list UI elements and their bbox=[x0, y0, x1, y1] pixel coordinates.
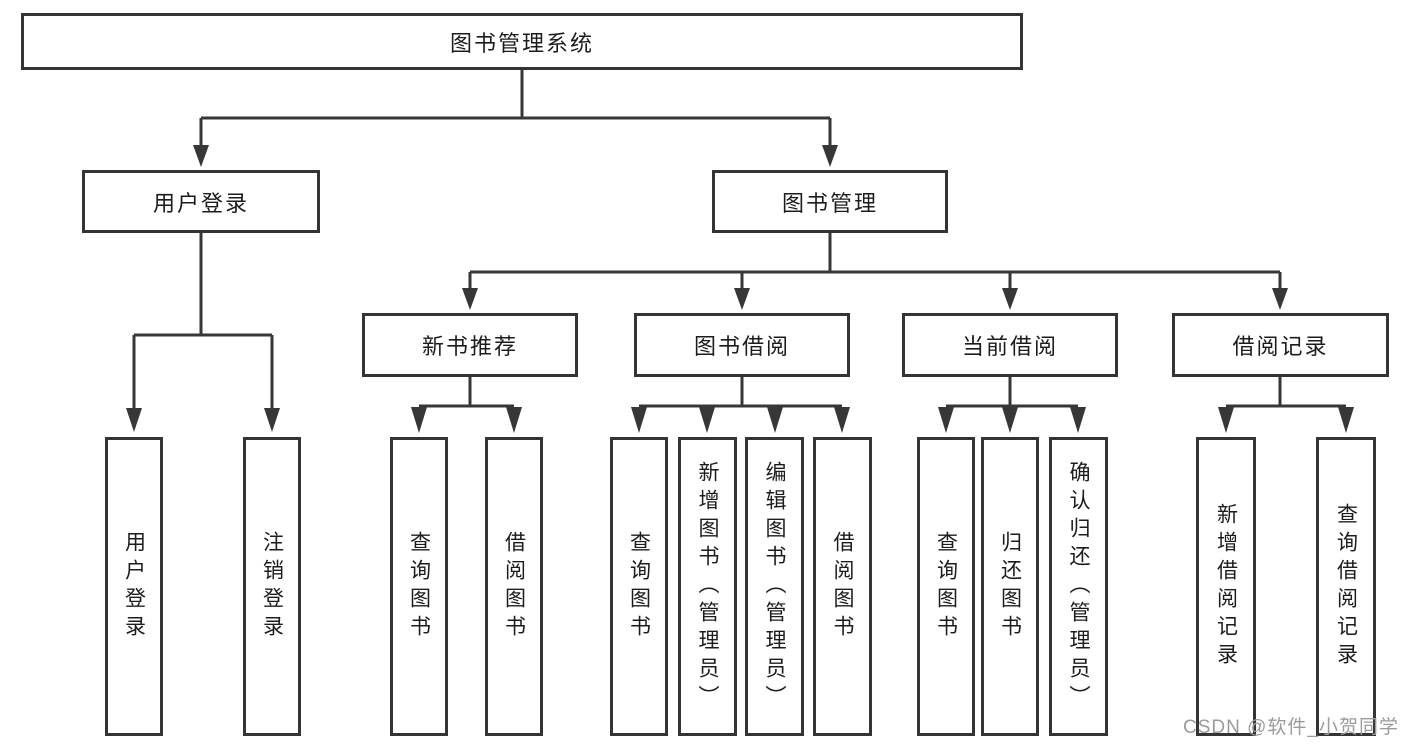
node-label: 当前借阅 bbox=[961, 334, 1058, 359]
leaf-borrow-books: 借阅图书 bbox=[813, 437, 872, 736]
connector-arrowhead bbox=[264, 408, 280, 432]
connector-arrowhead bbox=[767, 407, 783, 433]
connector-arrowhead bbox=[734, 288, 750, 310]
leaf-add-books-admin: 新增图书（管理员） bbox=[678, 437, 737, 736]
connector-arrowhead bbox=[1002, 288, 1018, 310]
leaf-return-books: 归还图书 bbox=[981, 437, 1039, 736]
connector-arrowhead bbox=[822, 145, 838, 167]
connector-arrowhead bbox=[938, 407, 954, 433]
node-label: 图书借阅 bbox=[693, 334, 790, 359]
node-label: 新书推荐 bbox=[421, 334, 518, 359]
leaf-user-login: 用户登录 bbox=[105, 437, 163, 736]
leaf-borrow-books-recommend: 借阅图书 bbox=[485, 437, 543, 736]
node-label: 查询借阅记录 bbox=[1334, 502, 1358, 671]
connector-arrowhead bbox=[193, 145, 209, 167]
node-borrowing-records: 借阅记录 bbox=[1172, 313, 1389, 377]
node-library-management-system: 图书管理系统 bbox=[21, 13, 1023, 70]
node-label: 用户登录 bbox=[122, 530, 146, 643]
node-label: 借阅记录 bbox=[1232, 334, 1329, 359]
leaf-add-borrow-record: 新增借阅记录 bbox=[1196, 437, 1256, 736]
csdn-watermark: CSDN @软件_小贺同学 bbox=[1183, 717, 1399, 738]
leaf-logout: 注销登录 bbox=[243, 437, 301, 736]
node-current-borrowing: 当前借阅 bbox=[902, 313, 1118, 377]
connector-arrowhead bbox=[1070, 407, 1086, 433]
node-label: 新增借阅记录 bbox=[1214, 502, 1238, 671]
node-user-login: 用户登录 bbox=[82, 170, 320, 233]
node-book-management: 图书管理 bbox=[712, 170, 948, 233]
leaf-confirm-return-admin: 确认归还（管理员） bbox=[1049, 437, 1108, 736]
node-label: 注销登录 bbox=[260, 530, 284, 643]
node-label: 编辑图书（管理员） bbox=[763, 460, 786, 713]
node-label: 用户登录 bbox=[152, 190, 249, 216]
leaf-query-books-recommend: 查询图书 bbox=[390, 437, 448, 736]
leaf-query-books-current: 查询图书 bbox=[917, 437, 975, 736]
node-label: 图书管理系统 bbox=[449, 30, 594, 56]
connector-arrowhead bbox=[834, 407, 850, 433]
node-new-book-recommendation: 新书推荐 bbox=[362, 313, 578, 377]
connector-arrowhead bbox=[699, 407, 715, 433]
connector-arrowhead bbox=[462, 288, 478, 310]
node-book-borrowing: 图书借阅 bbox=[634, 313, 850, 377]
leaf-edit-books-admin: 编辑图书（管理员） bbox=[745, 437, 804, 736]
connector-arrowhead bbox=[411, 407, 427, 433]
node-label: 查询图书 bbox=[627, 530, 651, 643]
node-label: 借阅图书 bbox=[502, 530, 526, 643]
node-label: 图书管理 bbox=[781, 190, 878, 216]
node-label: 查询图书 bbox=[407, 530, 431, 643]
leaf-query-books-borrow: 查询图书 bbox=[610, 437, 668, 736]
connector-arrowhead bbox=[126, 408, 142, 432]
connector-arrowhead bbox=[1218, 407, 1234, 433]
connector-arrowhead bbox=[1272, 288, 1288, 310]
leaf-query-borrow-record: 查询借阅记录 bbox=[1316, 437, 1376, 736]
connector-arrowhead bbox=[1338, 407, 1354, 433]
connector-arrowhead bbox=[1002, 407, 1018, 433]
node-label: 查询图书 bbox=[934, 530, 958, 643]
connector-arrowhead bbox=[631, 407, 647, 433]
node-label: 归还图书 bbox=[998, 530, 1022, 643]
node-label: 新增图书（管理员） bbox=[696, 460, 719, 713]
connector-arrowhead bbox=[506, 407, 522, 433]
node-label: 确认归还（管理员） bbox=[1067, 460, 1090, 713]
node-label: 借阅图书 bbox=[831, 530, 854, 643]
